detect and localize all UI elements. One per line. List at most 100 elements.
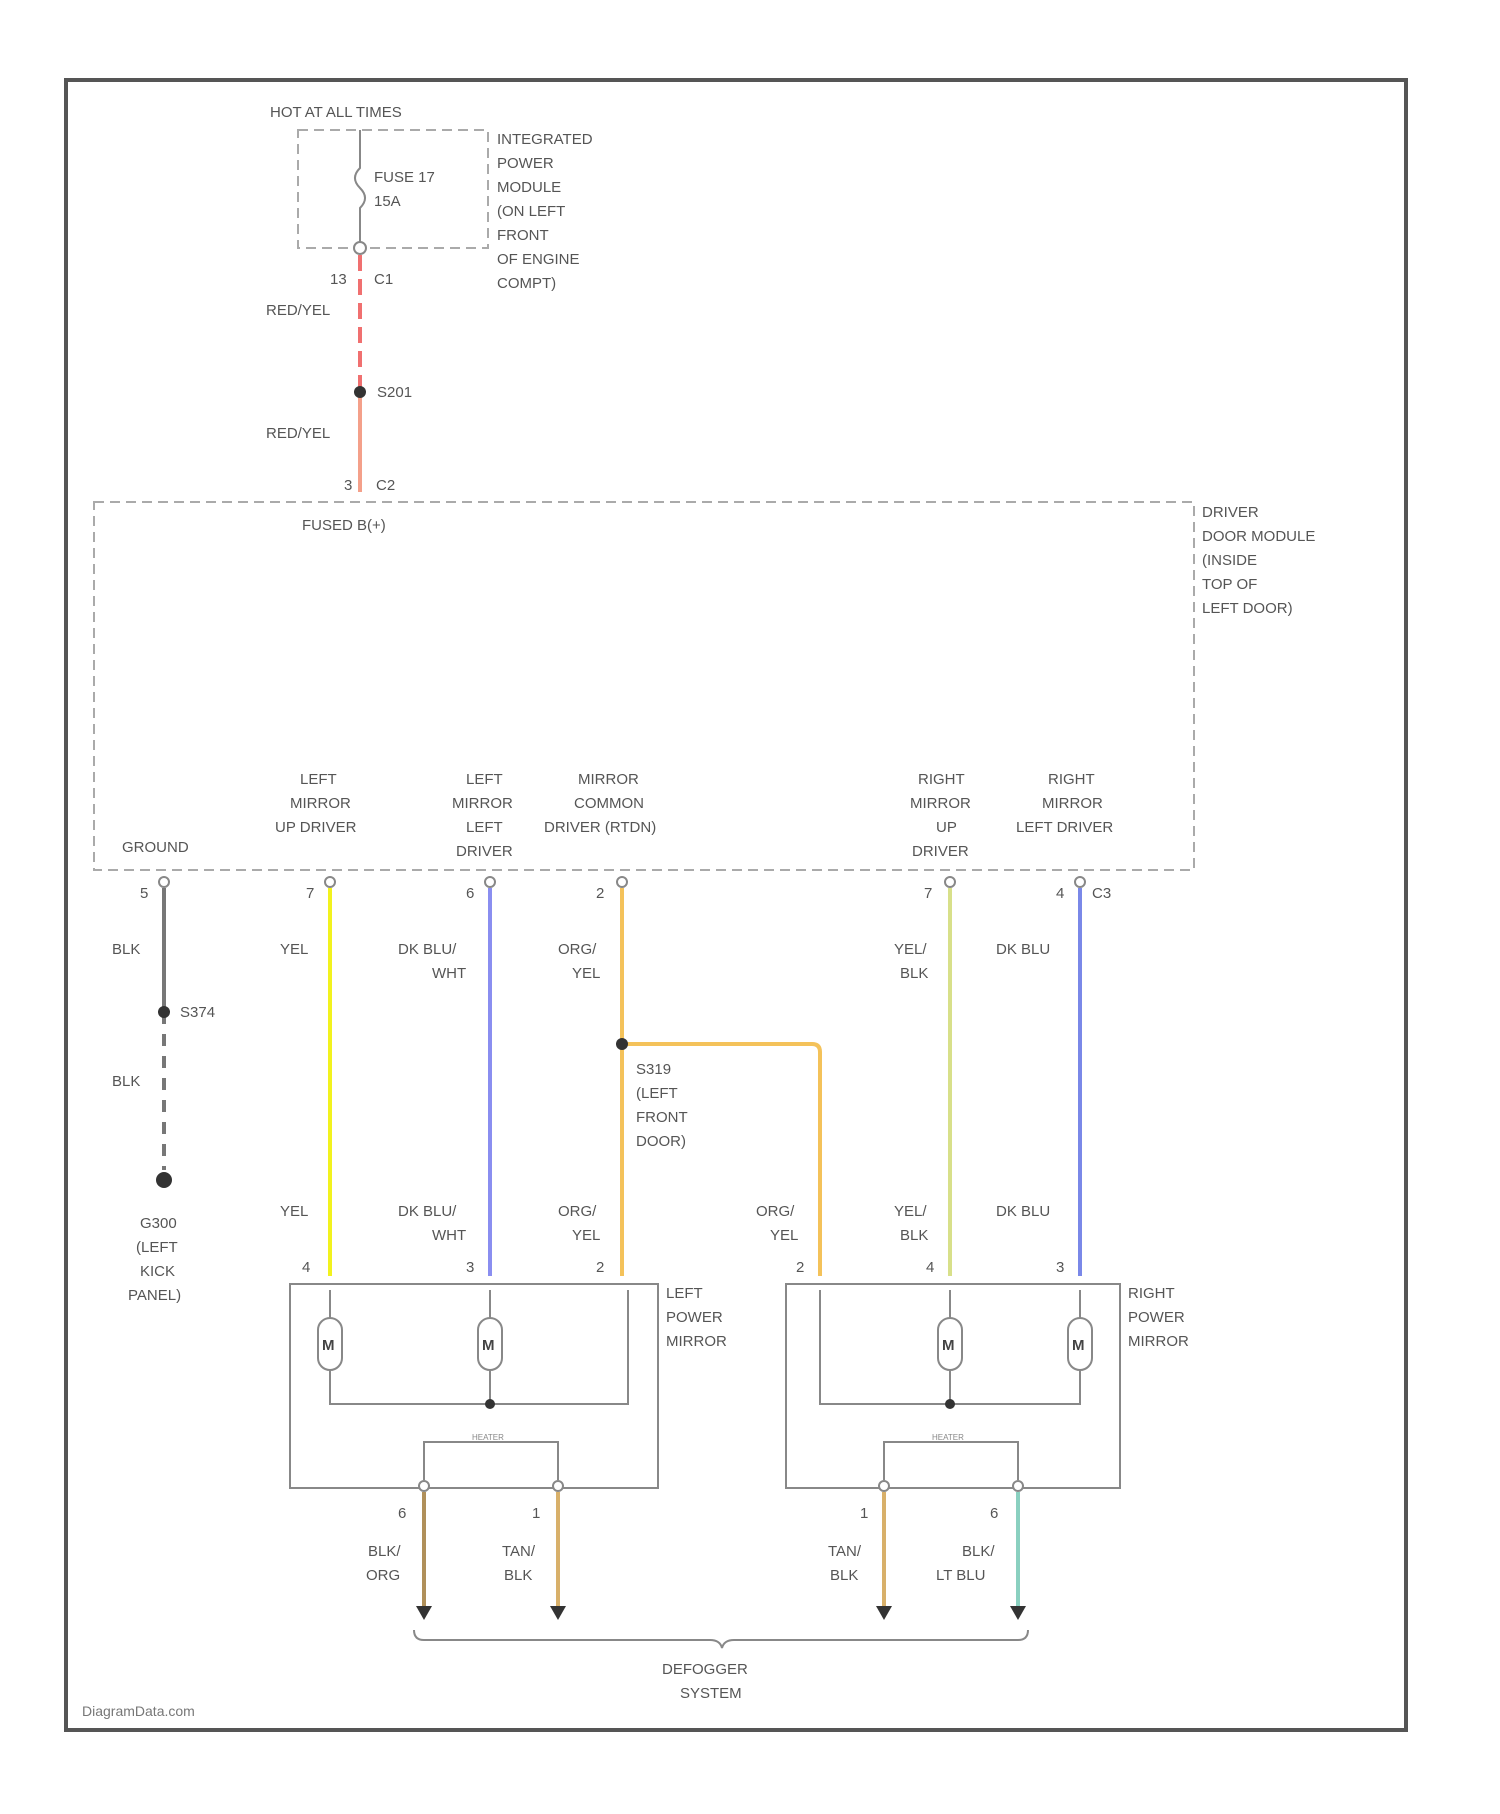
svg-text:(ON LEFT: (ON LEFT — [497, 203, 565, 220]
svg-text:C1: C1 — [374, 271, 393, 288]
yel-blk-wire-label-lower: YEL/ BLK — [894, 1203, 928, 1244]
svg-text:YEL: YEL — [770, 1227, 798, 1244]
svg-text:LEFT: LEFT — [300, 771, 337, 788]
diagram-frame — [66, 80, 1406, 1730]
dk-blu-wht-wire-label-lower: DK BLU/ WHT — [398, 1203, 466, 1244]
svg-text:FRONT: FRONT — [636, 1109, 688, 1126]
splice-s374 — [158, 1006, 170, 1018]
svg-text:BLK: BLK — [900, 965, 928, 982]
dk-blu-wire-label-lower: DK BLU — [996, 1203, 1050, 1220]
svg-text:M: M — [482, 1337, 495, 1354]
svg-text:MIRROR: MIRROR — [666, 1333, 727, 1350]
svg-text:BLK: BLK — [900, 1227, 928, 1244]
left-mirror-motor-up: M — [318, 1318, 342, 1370]
svg-text:INTEGRATED: INTEGRATED — [497, 131, 593, 148]
svg-text:YEL/: YEL/ — [894, 941, 927, 958]
svg-text:HEATER: HEATER — [932, 1433, 964, 1442]
svg-text:15A: 15A — [374, 193, 401, 210]
module-pin-numbers: 5 7 6 2 7 4 C3 — [140, 885, 1111, 902]
svg-text:13: 13 — [330, 271, 347, 288]
svg-text:RIGHT: RIGHT — [1128, 1285, 1175, 1302]
defogger-system-label: DEFOGGER SYSTEM — [662, 1661, 748, 1702]
svg-text:MIRROR: MIRROR — [910, 795, 971, 812]
hot-at-all-times-label: HOT AT ALL TIMES — [270, 104, 402, 121]
splice-s201-label: S201 — [377, 384, 412, 401]
svg-text:2: 2 — [596, 885, 604, 902]
ground-wire-label-upper: BLK — [112, 941, 140, 958]
svg-text:DEFOGGER: DEFOGGER — [662, 1661, 748, 1678]
svg-text:YEL: YEL — [572, 965, 600, 982]
svg-text:DRIVER (RTDN): DRIVER (RTDN) — [544, 819, 656, 836]
svg-text:COMPT): COMPT) — [497, 275, 556, 292]
svg-text:POWER: POWER — [497, 155, 554, 172]
svg-text:1: 1 — [860, 1505, 868, 1522]
svg-text:YEL: YEL — [572, 1227, 600, 1244]
left-left-pin-terminal — [485, 877, 495, 887]
ground-g300-label: G300 (LEFT KICK PANEL) — [128, 1215, 181, 1304]
left-heater-terminal-1 — [553, 1481, 563, 1491]
org-yel-wire-label-lower-left: ORG/ YEL — [558, 1203, 600, 1244]
integrated-power-module-label: INTEGRATED POWER MODULE (ON LEFT FRONT O… — [497, 131, 593, 292]
fused-b-plus-label: FUSED B(+) — [302, 517, 386, 534]
svg-text:BLK/: BLK/ — [368, 1543, 401, 1560]
left-mirror-motor-left: M — [478, 1318, 502, 1370]
svg-text:6: 6 — [398, 1505, 406, 1522]
left-mirror-up-driver-label: LEFT MIRROR UP DRIVER — [275, 771, 357, 836]
svg-text:4: 4 — [302, 1259, 310, 1276]
right-heater-terminal-6 — [1013, 1481, 1023, 1491]
svg-text:UP: UP — [936, 819, 957, 836]
red-yel-wire-label-upper: RED/YEL — [266, 302, 330, 319]
left-defogger-arrow-1 — [416, 1606, 432, 1620]
svg-text:7: 7 — [306, 885, 314, 902]
fuse-terminal — [354, 242, 366, 254]
right-mirror-motor-up: M — [938, 1318, 962, 1370]
svg-text:(LEFT: (LEFT — [136, 1239, 178, 1256]
svg-text:2: 2 — [596, 1259, 604, 1276]
svg-text:3: 3 — [466, 1259, 474, 1276]
svg-text:BLK: BLK — [504, 1567, 532, 1584]
driver-door-module-label: DRIVER DOOR MODULE (INSIDE TOP OF LEFT D… — [1202, 504, 1315, 617]
svg-text:MIRROR: MIRROR — [578, 771, 639, 788]
svg-text:TAN/: TAN/ — [502, 1543, 536, 1560]
pin-3-c2: 3 C2 — [344, 477, 395, 494]
dk-blu-wire-label-upper: DK BLU — [996, 941, 1050, 958]
svg-text:M: M — [1072, 1337, 1085, 1354]
svg-text:M: M — [322, 1337, 335, 1354]
svg-text:TOP OF: TOP OF — [1202, 576, 1257, 593]
yel-blk-wire-label-upper: YEL/ BLK — [894, 941, 928, 982]
svg-text:FUSE 17: FUSE 17 — [374, 169, 435, 186]
tan-blk-wire-label-left: TAN/ BLK — [502, 1543, 536, 1584]
svg-text:5: 5 — [140, 885, 148, 902]
svg-text:MODULE: MODULE — [497, 179, 561, 196]
right-mirror-pin-numbers: 2 4 3 — [796, 1259, 1064, 1276]
svg-text:G300: G300 — [140, 1215, 177, 1232]
right-heater-terminal-1 — [879, 1481, 889, 1491]
right-up-pin-terminal — [945, 877, 955, 887]
svg-text:MIRROR: MIRROR — [1128, 1333, 1189, 1350]
left-up-pin-terminal — [325, 877, 335, 887]
right-power-mirror-label: RIGHT POWER MIRROR — [1128, 1285, 1189, 1350]
left-heater-terminal-6 — [419, 1481, 429, 1491]
svg-text:ORG/: ORG/ — [756, 1203, 795, 1220]
fuse-17-label: FUSE 17 15A — [374, 169, 435, 210]
svg-text:LEFT: LEFT — [666, 1285, 703, 1302]
right-defogger-arrow-2 — [1010, 1606, 1026, 1620]
left-defogger-arrow-2 — [550, 1606, 566, 1620]
splice-s201 — [354, 386, 366, 398]
svg-text:BLK/: BLK/ — [962, 1543, 995, 1560]
svg-text:MIRROR: MIRROR — [1042, 795, 1103, 812]
blk-lt-blu-wire-label: BLK/ LT BLU — [936, 1543, 995, 1584]
left-power-mirror-box — [290, 1284, 658, 1488]
svg-text:RIGHT: RIGHT — [1048, 771, 1095, 788]
svg-text:3: 3 — [1056, 1259, 1064, 1276]
svg-text:UP DRIVER: UP DRIVER — [275, 819, 357, 836]
svg-text:(LEFT: (LEFT — [636, 1085, 678, 1102]
svg-text:M: M — [942, 1337, 955, 1354]
svg-text:3: 3 — [344, 477, 352, 494]
common-pin-terminal — [617, 877, 627, 887]
svg-text:MIRROR: MIRROR — [452, 795, 513, 812]
splice-s374-label: S374 — [180, 1004, 215, 1021]
svg-text:ORG/: ORG/ — [558, 1203, 597, 1220]
svg-text:PANEL): PANEL) — [128, 1287, 181, 1304]
left-mirror-pin-numbers: 4 3 2 — [302, 1259, 604, 1276]
